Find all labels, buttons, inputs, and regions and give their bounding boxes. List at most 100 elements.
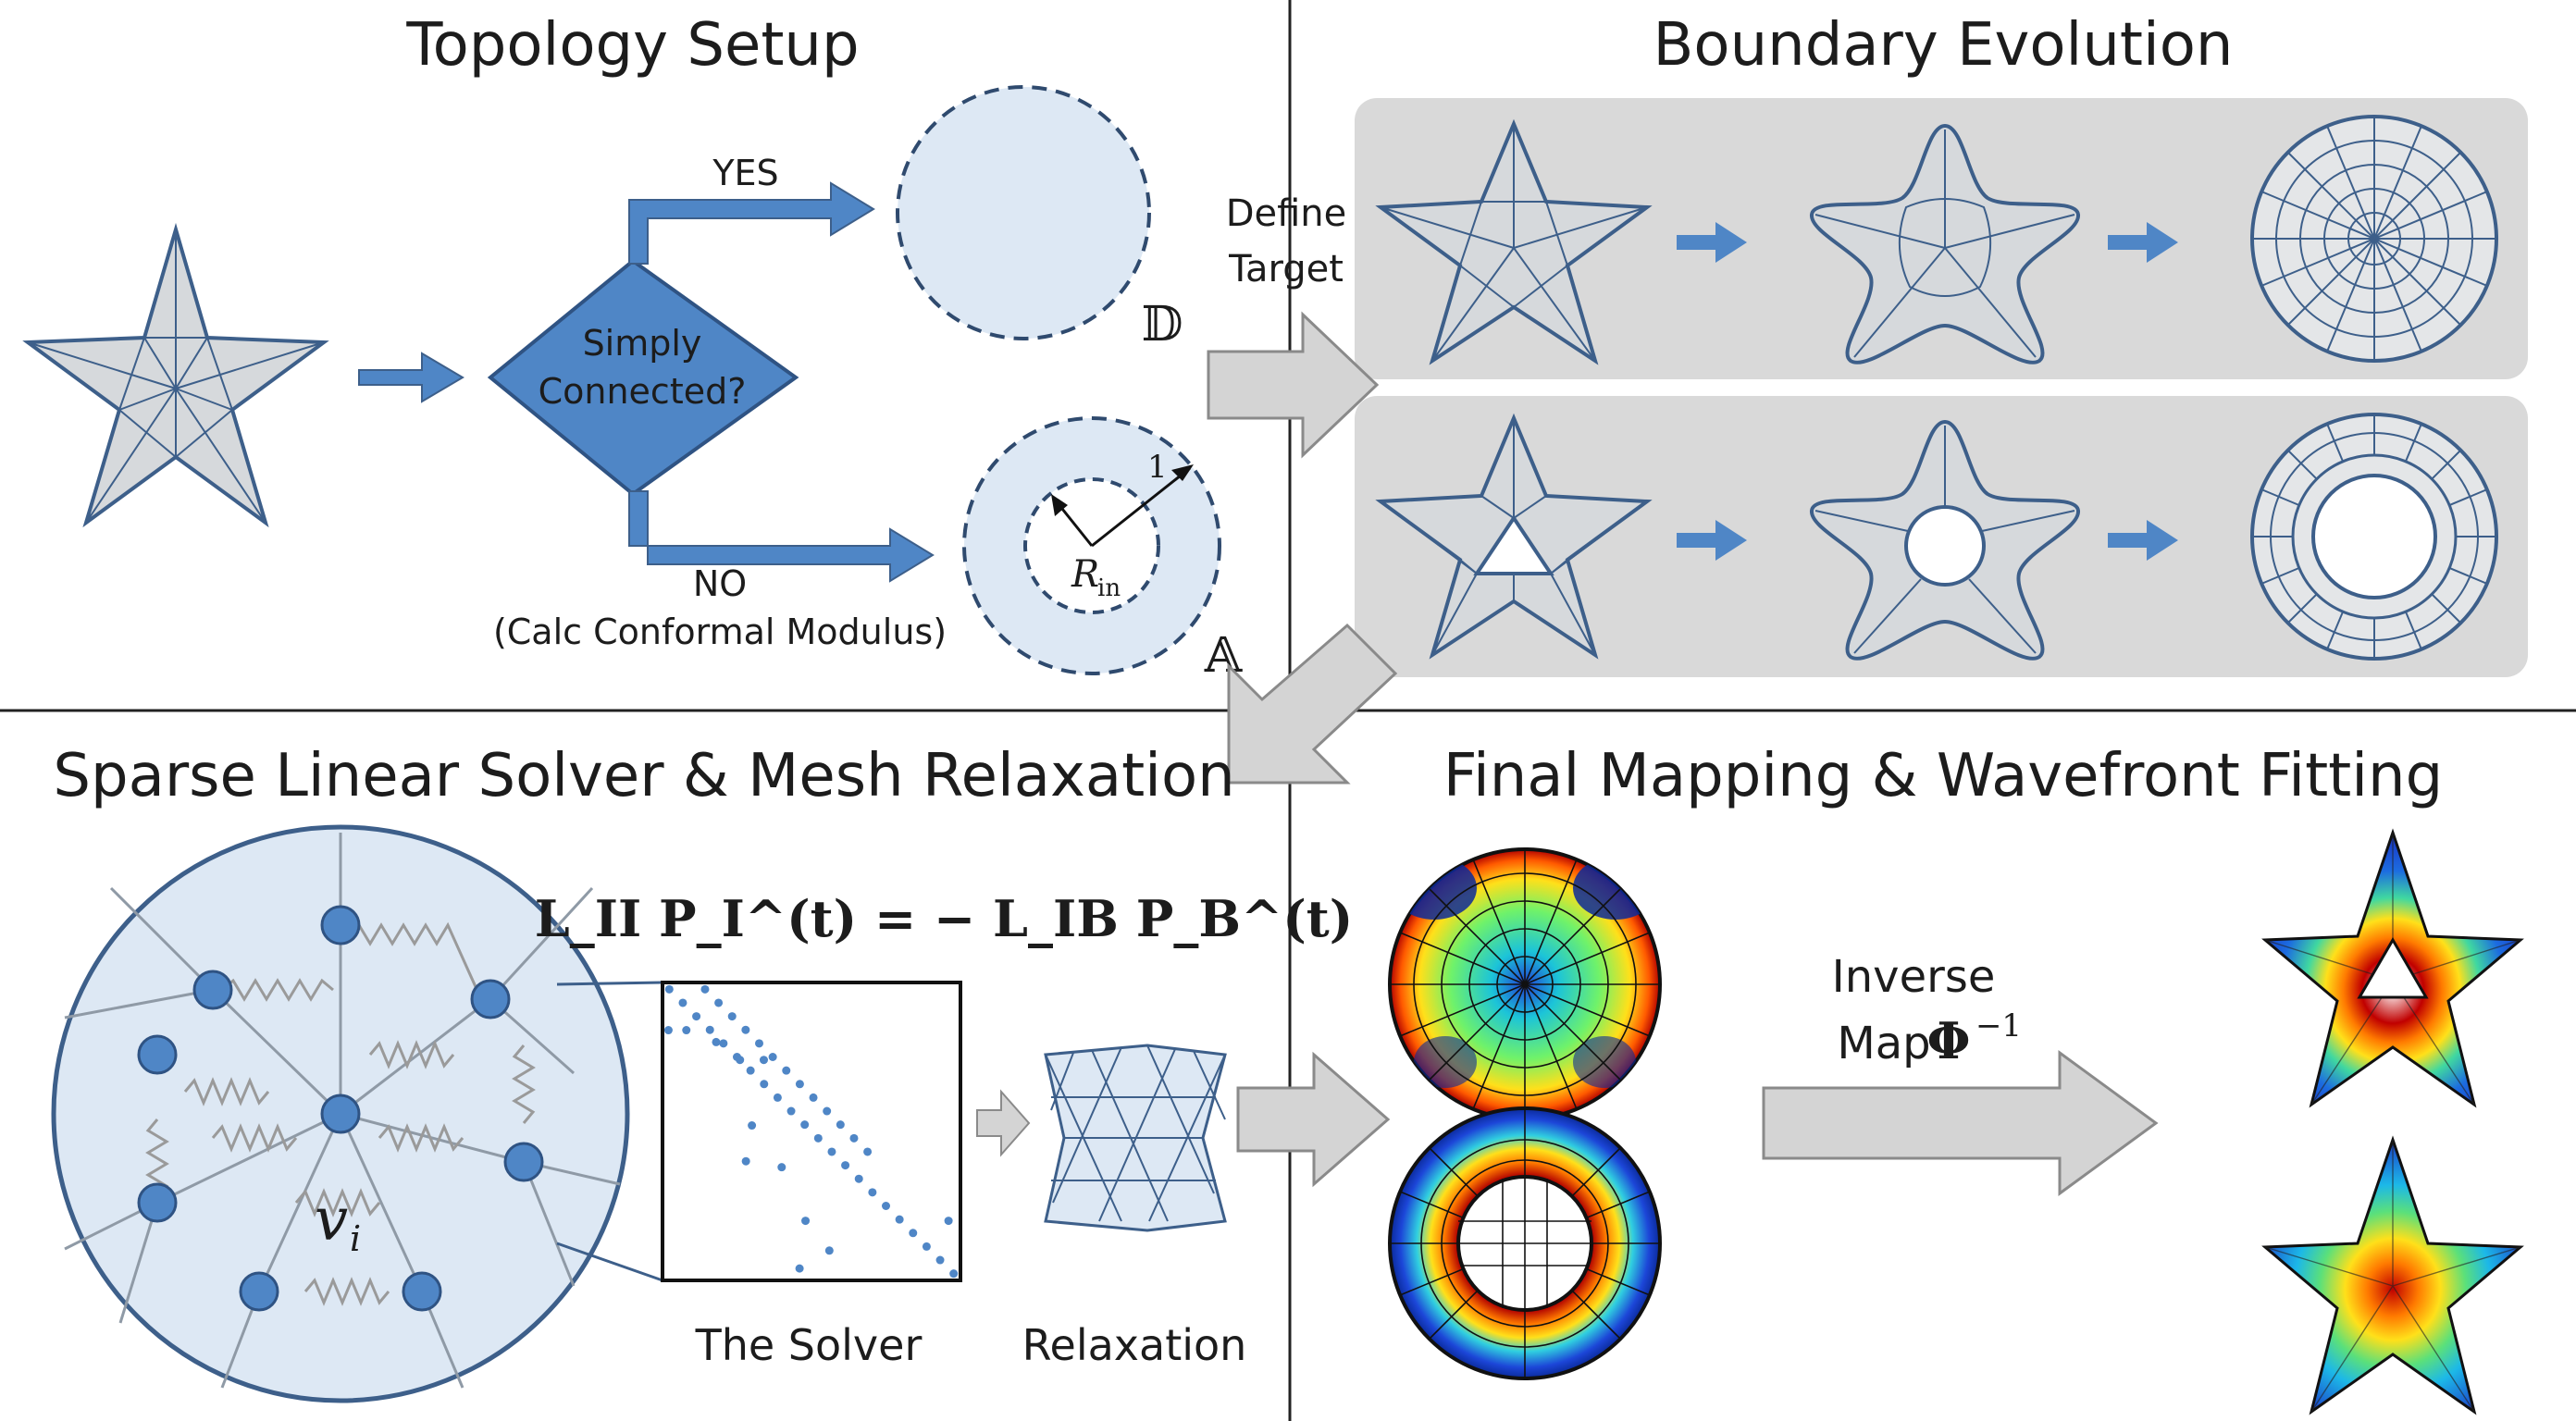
map-label: Map <box>1837 1018 1930 1069</box>
relaxed-mesh <box>1044 1044 1227 1232</box>
matrix-nonzero-dot <box>782 1066 791 1075</box>
define-target-line1: Define <box>1226 192 1347 235</box>
matrix-nonzeros <box>663 984 959 1279</box>
matrix-nonzero-dot <box>746 1066 755 1075</box>
annulus-star-mesh <box>1375 413 1653 660</box>
inner-radius-subscript: in <box>1097 575 1121 602</box>
annulus-wavefront-map <box>1388 1106 1662 1380</box>
vertex-subscript: i <box>350 1218 361 1259</box>
inner-radius-arrowhead <box>1051 494 1068 516</box>
solver-panel: v i L_II P_I^(t) = − L_IB P_B^(t) The So… <box>51 824 1354 1403</box>
annulus-target-grid <box>2250 413 2498 661</box>
source-star-mesh <box>22 222 329 528</box>
solver-caption: The Solver <box>695 1320 923 1370</box>
topology-setup-panel: Simply Connected? YES NO (Calc Conformal… <box>22 85 1243 684</box>
disk-output-star <box>2261 1135 2524 1415</box>
matrix-nonzero-dot <box>795 1264 804 1273</box>
matrix-nonzero-dot <box>922 1242 931 1251</box>
disk-wavefront-map <box>1388 847 1662 1121</box>
matrix-nonzero-dot <box>759 1056 768 1065</box>
zoom-connector <box>556 1242 663 1282</box>
matrix-nonzero-dot <box>786 1106 796 1116</box>
matrix-nonzero-dot <box>682 1026 691 1035</box>
evolve-arrow-icon <box>1677 520 1747 561</box>
disk-rounded-star-mesh <box>1810 123 2080 365</box>
annulus-output-star <box>2261 828 2524 1108</box>
inverse-label: Inverse <box>1832 951 1996 1003</box>
yes-path-arrow <box>628 181 875 265</box>
phi-exponent: −1 <box>1975 1007 2022 1044</box>
matrix-nonzero-dot <box>714 998 724 1007</box>
matrix-nonzero-dot <box>719 1039 728 1048</box>
evolve-arrow-icon <box>2108 520 2178 561</box>
matrix-nonzero-dot <box>663 1026 673 1035</box>
relax-caption: Relaxation <box>1022 1320 1247 1370</box>
evolve-arrow-icon <box>1677 222 1747 263</box>
final-mapping-panel: Inverse Map Φ −1 <box>1388 828 2524 1415</box>
matrix-nonzero-dot <box>882 1202 890 1210</box>
inverse-map-arrow <box>1762 1050 2159 1196</box>
define-target-arrow <box>1207 311 1380 459</box>
no-label: NO <box>693 563 747 604</box>
disk-target-grid <box>2250 115 2498 363</box>
matrix-nonzero-dot <box>768 1053 777 1061</box>
matrix-nonzero-dot <box>700 984 710 994</box>
define-target-line2: Target <box>1228 248 1344 290</box>
decision-text-line2: Connected? <box>539 371 747 412</box>
decision-text-line1: Simply <box>583 323 702 364</box>
to-final-arrow <box>1236 1051 1391 1188</box>
outer-radius-label: 1 <box>1147 449 1168 486</box>
disk-star-mesh <box>1375 118 1653 365</box>
matrix-nonzero-dot <box>712 1037 721 1046</box>
matrix-nonzero-dot <box>801 1217 811 1226</box>
inner-radius-label: R <box>1071 553 1099 596</box>
transition-arrow <box>1227 623 1398 785</box>
zoom-connector <box>556 981 663 986</box>
matrix-nonzero-dot <box>727 1012 737 1021</box>
matrix-nonzero-dot <box>824 1246 834 1255</box>
vertex-label: v <box>315 1186 348 1254</box>
matrix-nonzero-dot <box>736 1056 745 1065</box>
boundary-evolution-panel <box>1355 98 2528 677</box>
matrix-nonzero-dot <box>854 1174 863 1183</box>
matrix-nonzero-dot <box>777 1163 786 1172</box>
matrix-nonzero-dot <box>895 1215 904 1224</box>
matrix-nonzero-dot <box>809 1093 818 1102</box>
boundary-title: Boundary Evolution <box>1653 11 2234 80</box>
relax-arrow-icon <box>976 1089 1031 1157</box>
matrix-nonzero-dot <box>949 1269 959 1279</box>
evolve-arrow-icon <box>2108 222 2178 263</box>
matrix-nonzero-dot <box>795 1080 804 1089</box>
matrix-nonzero-dot <box>813 1133 823 1143</box>
no-note: (Calc Conformal Modulus) <box>493 612 947 652</box>
yes-label: YES <box>712 153 778 193</box>
annulus-rounded-star-mesh <box>1810 419 2080 661</box>
matrix-nonzero-dot <box>836 1120 845 1130</box>
matrix-nonzero-dot <box>823 1106 832 1116</box>
solver-equation: L_II P_I^(t) = − L_IB P_B^(t) <box>535 889 1354 948</box>
matrix-nonzero-dot <box>863 1147 873 1156</box>
matrix-nonzero-dot <box>849 1133 859 1143</box>
topology-title: Topology Setup <box>405 11 859 80</box>
matrix-nonzero-dot <box>800 1120 810 1130</box>
matrix-nonzero-dot <box>944 1217 953 1226</box>
matrix-nonzero-dot <box>827 1147 836 1156</box>
spring-icon <box>145 921 536 1306</box>
spring-mesh-magnifier <box>51 824 630 1403</box>
matrix-nonzero-dot <box>741 1156 750 1166</box>
outer-radius-line <box>1091 466 1191 548</box>
solver-title: Sparse Linear Solver & Mesh Relaxation <box>53 742 1234 810</box>
matrix-nonzero-dot <box>935 1255 945 1265</box>
phi-symbol: Φ <box>1926 1011 1970 1070</box>
no-path-arrow <box>628 490 935 583</box>
matrix-nonzero-dot <box>773 1093 782 1102</box>
outer-radius-arrowhead <box>1171 464 1194 481</box>
matrix-nonzero-dot <box>841 1161 850 1170</box>
disk-symbol: 𝔻 <box>1141 297 1183 352</box>
matrix-nonzero-dot <box>868 1188 877 1197</box>
matrix-nonzero-dot <box>748 1121 757 1131</box>
unit-disk <box>896 85 1151 340</box>
matrix-nonzero-dot <box>678 998 687 1007</box>
matrix-nonzero-dot <box>664 984 674 994</box>
